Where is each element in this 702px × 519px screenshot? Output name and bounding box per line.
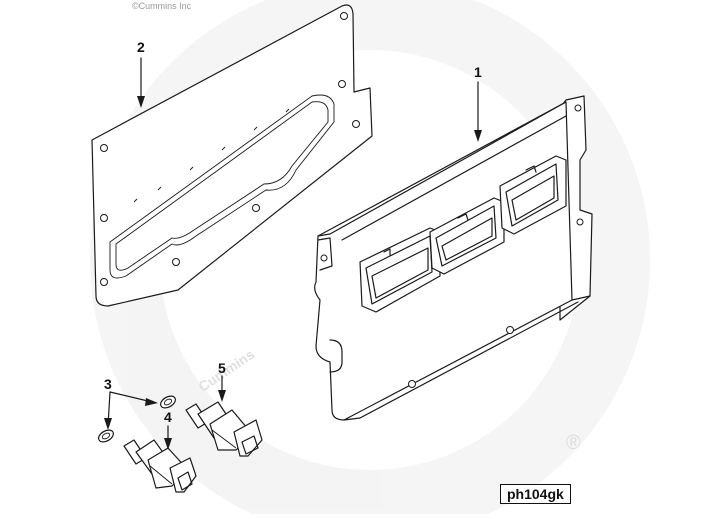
sensor-part-4	[123, 439, 197, 493]
registered-mark: ®	[566, 432, 581, 454]
callout-4: 4	[164, 409, 172, 425]
watermark-logo-text: Cummins	[195, 346, 257, 395]
callout-5: 5	[218, 360, 226, 376]
sensor-part-5	[185, 401, 263, 457]
o-ring-upper	[160, 395, 176, 409]
callout-2: 2	[137, 39, 145, 55]
copyright-text: ©Cummins Inc	[132, 1, 192, 11]
ecm-connector-right	[499, 155, 567, 235]
ecm-connector-middle	[429, 197, 505, 275]
o-ring-lower	[98, 429, 114, 443]
gasket-plate	[91, 4, 373, 307]
ecm-connector-left	[359, 227, 441, 313]
leader-lines	[104, 57, 482, 450]
figure-code-label: ph104gk	[500, 484, 571, 504]
callout-1: 1	[474, 64, 482, 80]
callout-3: 3	[104, 376, 112, 392]
